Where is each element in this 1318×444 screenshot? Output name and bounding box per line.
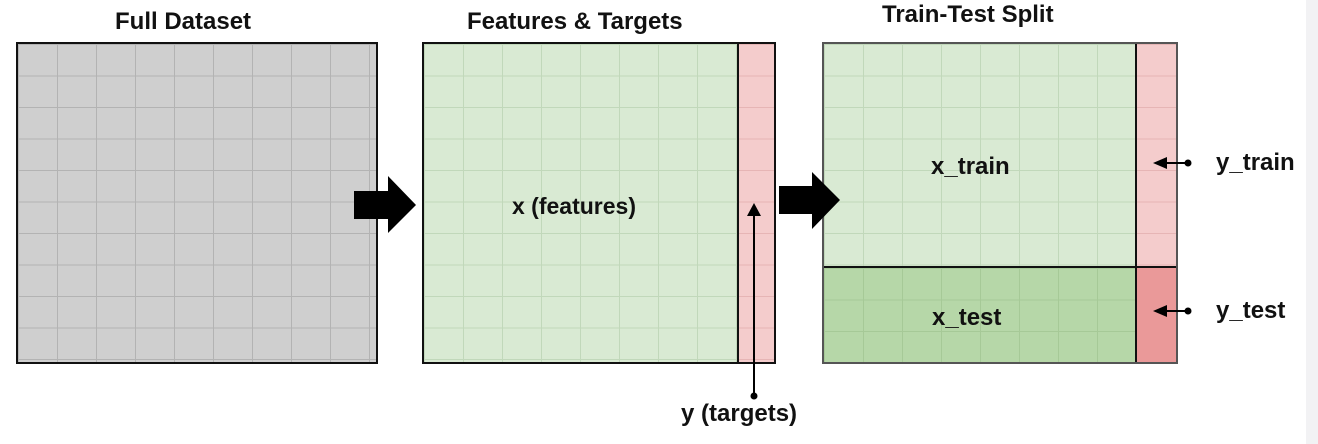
x-train-region (824, 44, 1137, 268)
title-full-dataset: Full Dataset (115, 8, 252, 35)
label-y-targets: y (targets) (681, 400, 798, 427)
block-arrow-2 (779, 172, 840, 229)
x-test-region (824, 268, 1137, 362)
y-test-pointer (1153, 305, 1192, 317)
features-region (424, 44, 739, 362)
label-x-test: x_test (932, 304, 1002, 331)
targets-column (739, 44, 774, 362)
label-y-train: y_train (1216, 149, 1295, 176)
full-dataset-grid (16, 42, 378, 364)
y-train-pointer (1153, 157, 1192, 169)
features-targets-panel (422, 42, 776, 364)
train-test-panel (822, 42, 1178, 364)
title-features-targets: Features & Targets (467, 8, 683, 35)
y-test-region (1137, 268, 1176, 362)
right-edge-strip (1306, 0, 1318, 444)
y-train-region (1137, 44, 1176, 268)
title-train-test-split: Train-Test Split (882, 1, 1054, 28)
label-x-features: x (features) (512, 193, 636, 219)
label-x-train: x_train (931, 153, 1010, 180)
label-y-test: y_test (1216, 297, 1286, 324)
y-targets-pointer (747, 203, 761, 400)
block-arrow-1 (354, 176, 416, 233)
